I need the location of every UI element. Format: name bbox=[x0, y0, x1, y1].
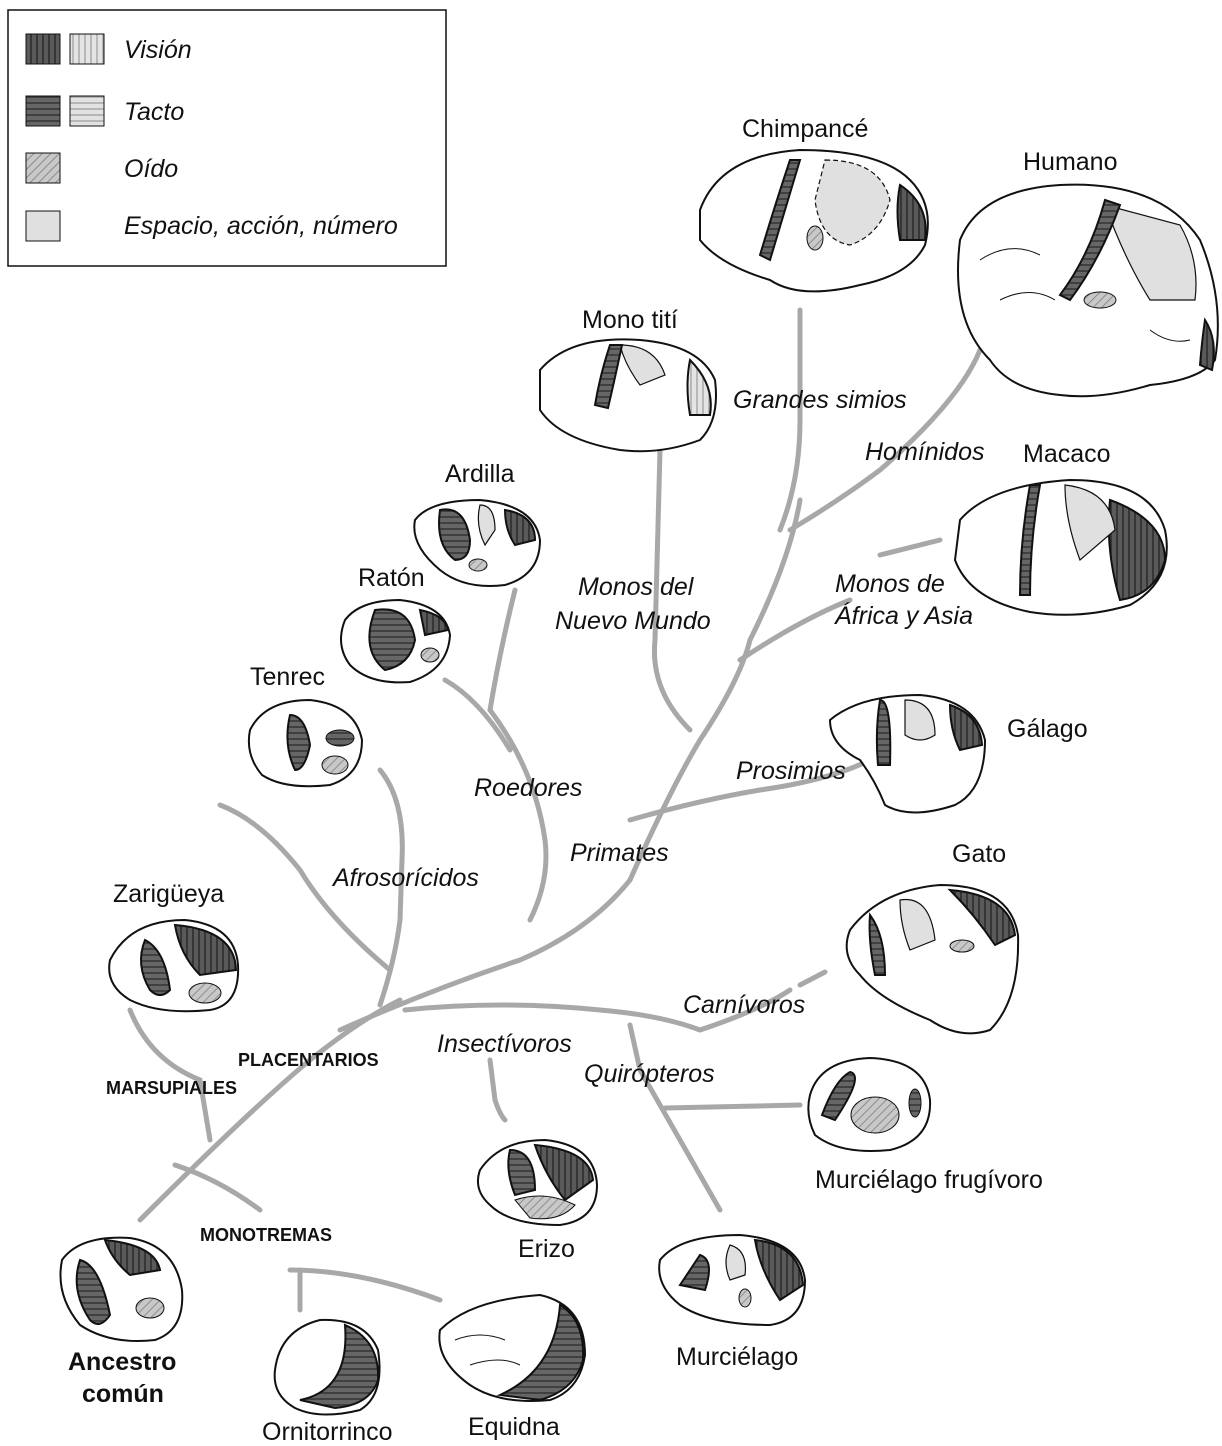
branch-murcielago-frugivoro bbox=[665, 1105, 800, 1108]
brain-ardilla bbox=[414, 500, 540, 586]
label-afrosoricidos: Afrosorícidos bbox=[331, 864, 479, 892]
label-macaco: Macaco bbox=[1023, 440, 1111, 468]
branch-monotremas bbox=[175, 1165, 260, 1210]
brain-mono-titi bbox=[540, 339, 716, 451]
label-placentarios: PLACENTARIOS bbox=[238, 1050, 379, 1070]
branch-ardilla bbox=[490, 590, 515, 710]
legend-label-hearing: Oído bbox=[124, 155, 178, 183]
label-murcielago: Murciélago bbox=[676, 1343, 798, 1371]
branch-ornitorrinco-equidna bbox=[290, 1270, 440, 1310]
hearing-swatch-icon bbox=[26, 153, 60, 183]
label-marsupiales: MARSUPIALES bbox=[106, 1078, 237, 1098]
branch-insectivoros bbox=[490, 1060, 505, 1120]
legend-label-vision: Visión bbox=[124, 36, 192, 64]
label-chimpance: Chimpancé bbox=[742, 115, 868, 143]
brain-zarigueya bbox=[109, 920, 238, 1011]
brain-chimpance bbox=[700, 150, 928, 291]
label-monotremas: MONOTREMAS bbox=[200, 1225, 332, 1245]
label-ornitorrinco: Ornitorrinco bbox=[262, 1418, 393, 1446]
label-zarigueya: Zarigüeya bbox=[113, 880, 224, 908]
branch-chimpance bbox=[780, 310, 800, 530]
label-raton: Ratón bbox=[358, 564, 425, 592]
label-monos-africa-line2: África y Asia bbox=[833, 601, 973, 630]
label-galago: Gálago bbox=[1007, 715, 1088, 743]
label-equidna: Equidna bbox=[468, 1413, 560, 1441]
label-monos-nuevo-line2: Nuevo Mundo bbox=[555, 607, 711, 635]
brain-ornitorrinco bbox=[275, 1320, 380, 1415]
brain-macaco bbox=[955, 480, 1167, 615]
label-insectivoros: Insectívoros bbox=[437, 1030, 572, 1058]
brain-erizo bbox=[478, 1140, 597, 1225]
label-ancestro-line2: común bbox=[82, 1380, 164, 1408]
brain-murcielago bbox=[659, 1235, 805, 1325]
space-action-number-swatch-icon bbox=[26, 211, 60, 241]
brain-murcielago-frugivoro bbox=[808, 1058, 930, 1151]
legend-label-touch: Tacto bbox=[124, 98, 184, 126]
brain-equidna bbox=[439, 1295, 585, 1401]
label-erizo: Erizo bbox=[518, 1235, 575, 1263]
label-grandes-simios: Grandes simios bbox=[733, 386, 907, 414]
branch-raton bbox=[445, 680, 510, 750]
label-roedores: Roedores bbox=[474, 774, 582, 802]
label-ancestro-line1: Ancestro bbox=[68, 1348, 176, 1376]
legend-label-space: Espacio, acción, número bbox=[124, 212, 398, 240]
branch-quiropteros bbox=[630, 1025, 720, 1210]
brain-raton bbox=[341, 600, 450, 682]
branch-laurasiatheria bbox=[405, 1005, 700, 1030]
label-carnivoros: Carnívoros bbox=[683, 991, 805, 1019]
branch-ancestor-trunk bbox=[140, 1000, 400, 1220]
brain-ancestro-comun bbox=[60, 1238, 182, 1341]
branch-marsupiales bbox=[130, 1010, 210, 1140]
label-gato: Gato bbox=[952, 840, 1006, 868]
legend: Visión Tacto Oído Espacio, acción, númer… bbox=[8, 10, 446, 266]
branch-roedores bbox=[490, 710, 546, 920]
label-tenrec: Tenrec bbox=[250, 663, 325, 691]
label-humano: Humano bbox=[1023, 148, 1118, 176]
label-murcielago-frugivoro: Murciélago frugívoro bbox=[815, 1166, 1043, 1194]
label-mono-titi: Mono tití bbox=[582, 306, 678, 334]
label-monos-africa-line1: Monos de bbox=[835, 570, 945, 598]
label-hominidos: Homínidos bbox=[865, 438, 985, 466]
label-quiropteros: Quirópteros bbox=[584, 1060, 715, 1088]
brain-tenrec bbox=[249, 700, 362, 786]
label-ardilla: Ardilla bbox=[445, 460, 515, 488]
label-monos-nuevo-line1: Monos del bbox=[578, 573, 695, 601]
label-primates: Primates bbox=[570, 839, 669, 867]
brain-galago bbox=[830, 695, 985, 813]
brain-humano bbox=[958, 185, 1218, 397]
brain-gato bbox=[847, 885, 1018, 1033]
label-prosimios: Prosimios bbox=[736, 757, 846, 785]
